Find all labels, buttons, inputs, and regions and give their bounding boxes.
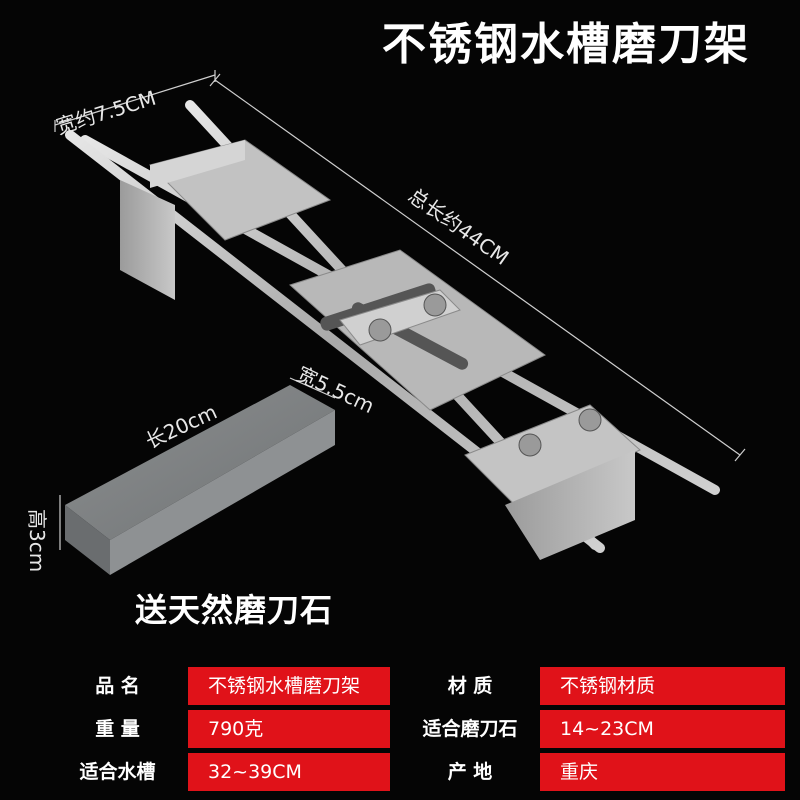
spec-value: 790克 <box>188 710 390 748</box>
spec-row: 适合水槽 32~39CM 产 地 重庆 <box>0 753 800 791</box>
spec-label: 重 量 <box>95 718 140 740</box>
page-title: 不锈钢水槽磨刀架 <box>382 19 750 70</box>
spec-label: 材 质 <box>447 675 493 697</box>
spec-label: 产 地 <box>447 761 493 783</box>
whetstone <box>65 385 335 575</box>
spec-value: 14~23CM <box>540 710 785 748</box>
spec-value: 不锈钢水槽磨刀架 <box>188 667 390 705</box>
spec-label: 适合水槽 <box>79 761 156 783</box>
spec-value: 32~39CM <box>188 753 390 791</box>
right-clamp <box>464 404 641 560</box>
spec-label: 适合磨刀石 <box>422 718 518 740</box>
spec-value: 不锈钢材质 <box>540 667 785 705</box>
left-clamp <box>120 139 332 300</box>
stone-height-label: 高3cm <box>25 509 49 573</box>
length-dimension-line <box>209 73 746 462</box>
spec-value: 重庆 <box>540 753 785 791</box>
gift-caption: 送天然磨刀石 <box>135 591 334 629</box>
spec-table: 品 名 不锈钢水槽磨刀架 材 质 不锈钢材质 重 量 790克 适合磨刀石 14… <box>0 665 800 800</box>
spec-row: 品 名 不锈钢水槽磨刀架 材 质 不锈钢材质 <box>0 667 800 705</box>
stone-dimension-lines <box>59 377 336 550</box>
middle-holder <box>289 249 546 411</box>
spec-label: 品 名 <box>95 675 140 697</box>
spec-row: 重 量 790克 适合磨刀石 14~23CM <box>0 710 800 748</box>
